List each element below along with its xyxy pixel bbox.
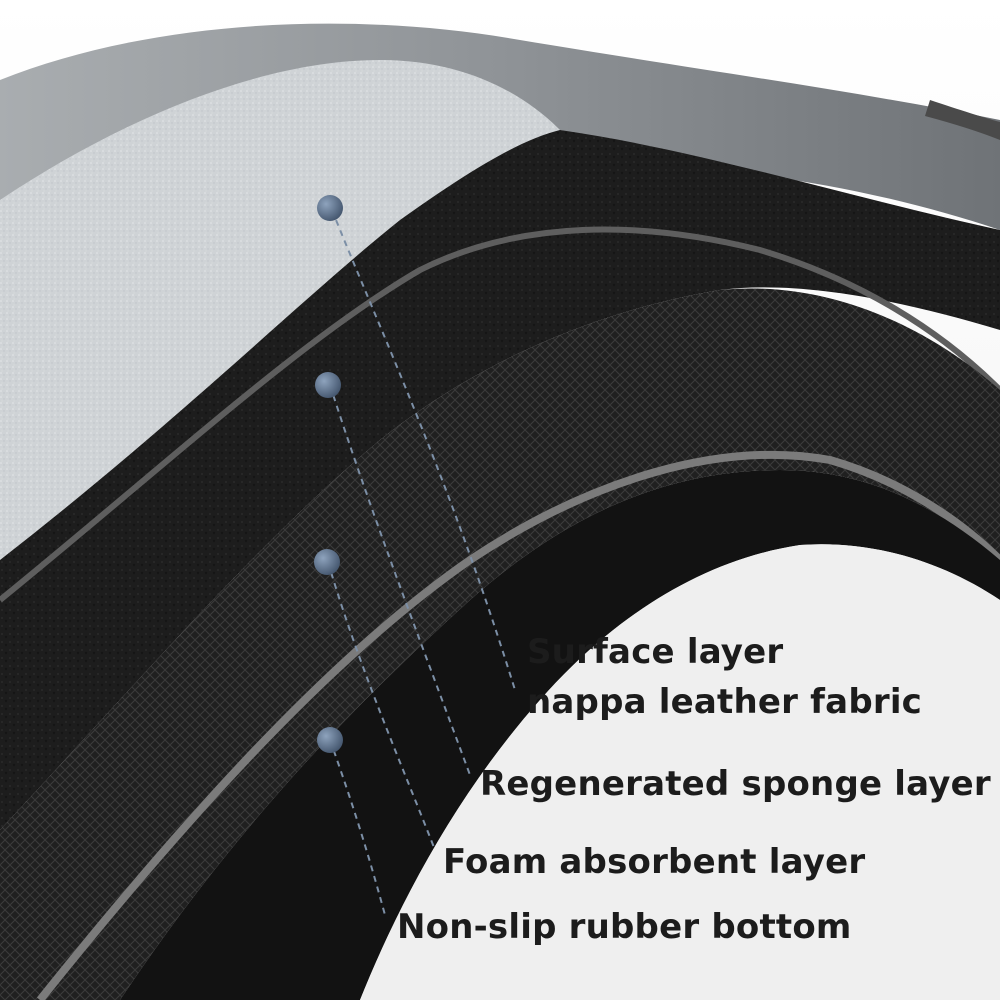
marker-dot-rubber — [317, 727, 343, 753]
marker-dot-surface — [317, 195, 343, 221]
label-surface-layer: Surface layer — [527, 630, 783, 674]
marker-dot-foam — [314, 549, 340, 575]
label-foam-layer: Foam absorbent layer — [443, 840, 865, 884]
label-surface-layer-material: nappa leather fabric — [527, 680, 922, 724]
marker-dot-sponge — [315, 372, 341, 398]
label-sponge-layer: Regenerated sponge layer — [480, 762, 991, 806]
label-rubber-bottom: Non-slip rubber bottom — [397, 905, 852, 949]
